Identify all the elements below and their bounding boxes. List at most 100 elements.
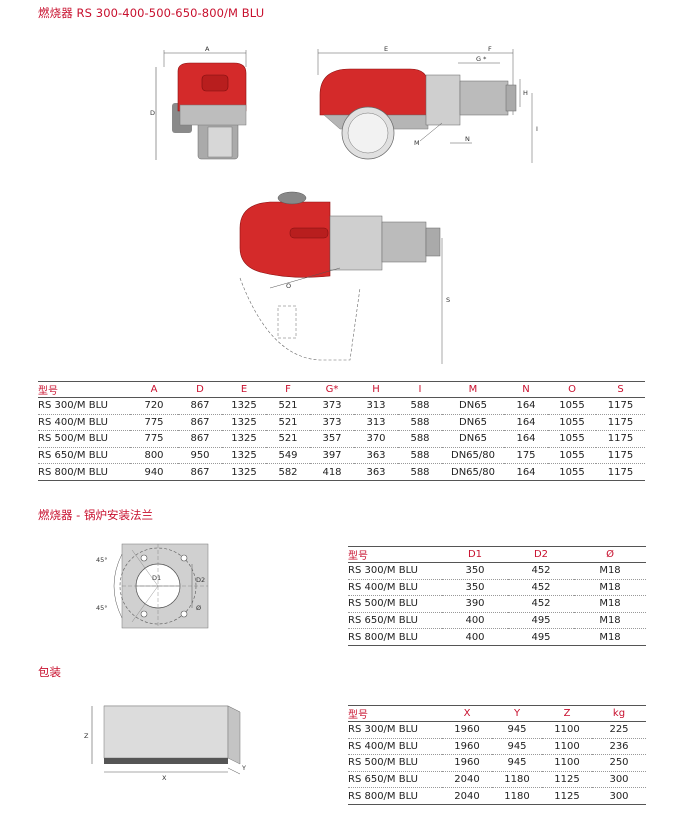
- dim-label-f: F: [488, 45, 492, 53]
- cell: 164: [504, 397, 548, 415]
- cell: 775: [130, 414, 178, 432]
- cell: 867: [178, 430, 222, 448]
- col-header-s: S: [596, 381, 645, 398]
- table-row: RS 400/M BLU 1960 945 1100 236: [348, 738, 646, 756]
- table-row: RS 300/M BLU 350 452 M18: [348, 562, 646, 580]
- cell-model: RS 650/M BLU: [38, 447, 130, 465]
- col-header-n: N: [504, 381, 548, 398]
- dim-label-o: O: [286, 282, 291, 290]
- packaging-section-title: 包装: [38, 665, 61, 679]
- col-header-d2: D2: [508, 546, 574, 563]
- cell: M18: [574, 612, 646, 630]
- table-row: RS 500/M BLU 775 867 1325 521 357 370 58…: [38, 430, 645, 448]
- table-row: RS 650/M BLU 400 495 M18: [348, 612, 646, 630]
- dim-label-g: G *: [476, 55, 487, 63]
- cell: 1100: [542, 721, 592, 739]
- cell: 452: [508, 562, 574, 580]
- table-row: RS 650/M BLU 2040 1180 1125 300: [348, 771, 646, 789]
- col-header-g: G*: [310, 381, 354, 398]
- cell: 1960: [442, 721, 492, 739]
- cell: 1175: [596, 414, 645, 432]
- cell: 300: [592, 771, 646, 789]
- cell: DN65: [442, 397, 504, 415]
- cell-model: RS 500/M BLU: [348, 754, 442, 772]
- table-row: RS 800/M BLU 400 495 M18: [348, 628, 646, 646]
- col-header-x: X: [442, 705, 492, 722]
- cell: 588: [398, 430, 442, 448]
- col-header-model: 型号: [348, 705, 442, 722]
- cell: 1325: [222, 397, 266, 415]
- dim-label-m: M: [414, 139, 420, 147]
- cell: 397: [310, 447, 354, 465]
- cell: 1055: [548, 397, 596, 415]
- cell: 940: [130, 463, 178, 481]
- cell: 1175: [596, 397, 645, 415]
- cell: 521: [266, 414, 310, 432]
- cell: 1175: [596, 447, 645, 465]
- cell: 867: [178, 414, 222, 432]
- cell: 236: [592, 738, 646, 756]
- z-label: Z: [84, 732, 89, 740]
- cell: 1100: [542, 738, 592, 756]
- cell: 945: [492, 738, 542, 756]
- x-label: X: [162, 774, 167, 782]
- col-header-phi: Ø: [574, 546, 646, 563]
- y-label: Y: [241, 764, 246, 772]
- d1-label: D1: [152, 574, 161, 582]
- table-row: RS 800/M BLU 940 867 1325 582 418 363 58…: [38, 463, 645, 481]
- cell: 164: [504, 414, 548, 432]
- cell: 1325: [222, 414, 266, 432]
- dim-label-e: E: [384, 45, 388, 53]
- cell: 1325: [222, 430, 266, 448]
- cell: 495: [508, 628, 574, 646]
- cell: 720: [130, 397, 178, 415]
- cell: 588: [398, 397, 442, 415]
- cell: 582: [266, 463, 310, 481]
- dim-label-a: A: [205, 45, 210, 53]
- col-header-o: O: [548, 381, 596, 398]
- cell: DN65: [442, 414, 504, 432]
- cell: 1055: [548, 414, 596, 432]
- cell: 373: [310, 397, 354, 415]
- cell: 350: [442, 562, 508, 580]
- cell-model: RS 800/M BLU: [348, 628, 442, 646]
- cell: 418: [310, 463, 354, 481]
- table-row: RS 800/M BLU 2040 1180 1125 300: [348, 787, 646, 805]
- cell-model: RS 400/M BLU: [348, 579, 442, 597]
- cell: 390: [442, 595, 508, 613]
- cell: 495: [508, 612, 574, 630]
- page-title: 燃烧器 RS 300-400-500-650-800/M BLU: [38, 6, 265, 20]
- flange-header-row: 型号 D1 D2 Ø: [348, 546, 646, 563]
- cell: M18: [574, 562, 646, 580]
- cell: 175: [504, 447, 548, 465]
- cell: 521: [266, 430, 310, 448]
- cell: 1180: [492, 771, 542, 789]
- cell: DN65/80: [442, 447, 504, 465]
- cell: 400: [442, 628, 508, 646]
- dimensions-table: 型号 A D E F G* H I M N O S RS 300/M BLU 7…: [38, 381, 645, 481]
- cell: 1055: [548, 463, 596, 481]
- cell: 549: [266, 447, 310, 465]
- cell: 867: [178, 397, 222, 415]
- table-row: RS 650/M BLU 800 950 1325 549 397 363 58…: [38, 447, 645, 465]
- table-row: RS 300/M BLU 1960 945 1100 225: [348, 721, 646, 739]
- cell: 1055: [548, 447, 596, 465]
- cell: 1325: [222, 463, 266, 481]
- burner-side-view: E F G * H I M N: [317, 45, 538, 163]
- cell-model: RS 650/M BLU: [348, 771, 442, 789]
- cell: 588: [398, 463, 442, 481]
- col-header-d: D: [178, 381, 222, 398]
- dim-label-s: S: [446, 296, 450, 304]
- col-header-kg: kg: [592, 705, 646, 722]
- table-row: RS 400/M BLU 775 867 1325 521 373 313 58…: [38, 414, 645, 432]
- cell: 363: [354, 447, 398, 465]
- col-header-y: Y: [492, 705, 542, 722]
- col-header-model: 型号: [348, 546, 442, 563]
- col-header-d1: D1: [442, 546, 508, 563]
- cell: DN65: [442, 430, 504, 448]
- cell-model: RS 800/M BLU: [38, 463, 130, 481]
- dim-label-i: I: [536, 125, 538, 133]
- cell-model: RS 300/M BLU: [348, 562, 442, 580]
- cell: 164: [504, 463, 548, 481]
- cell: 357: [310, 430, 354, 448]
